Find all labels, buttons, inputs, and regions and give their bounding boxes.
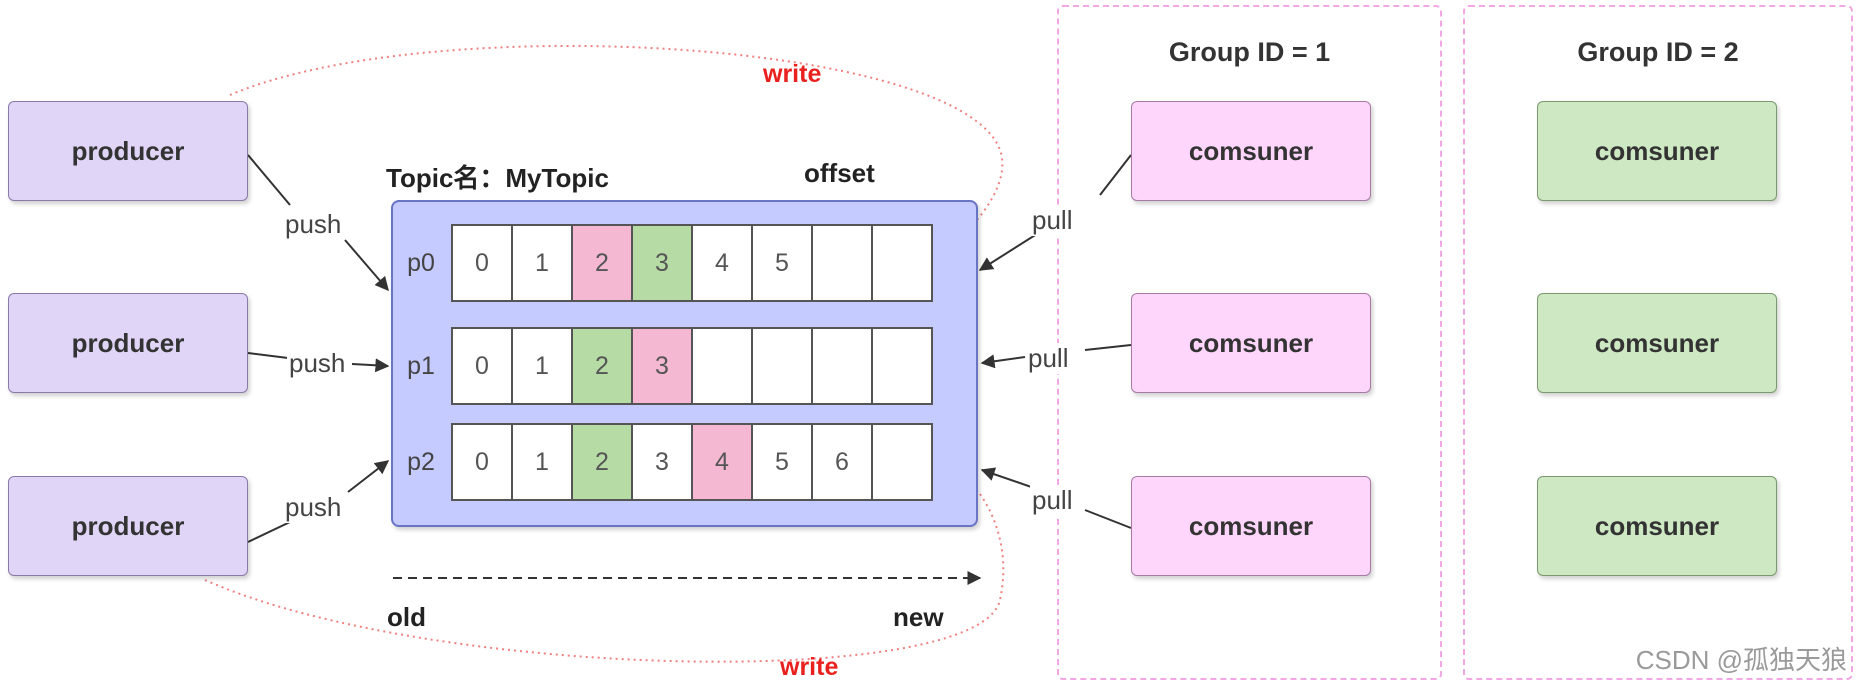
push-label-2: push <box>287 348 348 379</box>
offset-cell: 2 <box>571 224 633 302</box>
offset-cell: 1 <box>511 224 573 302</box>
push-arrow-p2 <box>247 461 388 543</box>
consumer-label: comsuner <box>1594 510 1720 541</box>
partition-label-p2: p2 <box>407 447 435 476</box>
consumer-label: comsuner <box>1188 327 1314 358</box>
partition-label-p0: p0 <box>407 248 435 277</box>
offset-cell <box>871 224 933 302</box>
pull-label-3: pull <box>1030 485 1075 516</box>
offset-cell <box>811 327 873 405</box>
group-2-consumer-2: comsuner <box>1537 293 1777 393</box>
offset-cell: 4 <box>691 224 753 302</box>
group-1-consumer-2: comsuner <box>1131 293 1371 393</box>
consumer-label: comsuner <box>1594 327 1720 358</box>
push-label-1: push <box>283 209 344 240</box>
push-label-3: push <box>283 492 344 523</box>
consumer-label: comsuner <box>1188 135 1314 166</box>
offset-cell <box>871 423 933 501</box>
old-label: old <box>387 602 426 632</box>
group-1-consumer-3: comsuner <box>1131 476 1371 576</box>
offset-cell: 3 <box>631 423 693 501</box>
offset-cell: 3 <box>631 224 693 302</box>
producer-3: producer <box>8 476 248 576</box>
group-1-title: Group ID = 1 <box>1168 37 1331 67</box>
group-1: Group ID = 1 <box>1057 5 1442 680</box>
offset-label: offset <box>804 158 875 188</box>
write-label-bottom: write <box>780 653 839 681</box>
offset-cell: 6 <box>811 423 873 501</box>
offset-cell <box>871 327 933 405</box>
offset-cell: 0 <box>451 423 513 501</box>
new-label: new <box>893 602 944 632</box>
offset-cell: 5 <box>751 423 813 501</box>
pull-arrow-p1 <box>982 344 1132 363</box>
push-arrow-p1 <box>247 353 388 366</box>
offset-cell: 0 <box>451 224 513 302</box>
push-arrow-p0 <box>247 154 388 290</box>
pull-label-2: pull <box>1026 343 1071 374</box>
producer-1-label: producer <box>71 135 185 166</box>
pull-arrow-p0 <box>980 154 1132 270</box>
offset-cell: 2 <box>571 423 633 501</box>
offset-cell <box>691 327 753 405</box>
partition-label-p1: p1 <box>407 351 435 380</box>
producer-1: producer <box>8 101 248 201</box>
offset-cell: 3 <box>631 327 693 405</box>
offset-cell <box>811 224 873 302</box>
group-2-title: Group ID = 2 <box>1577 37 1739 67</box>
group-2-consumer-1: comsuner <box>1537 101 1777 201</box>
write-label-top: write <box>763 60 822 88</box>
offset-cell: 5 <box>751 224 813 302</box>
watermark: CSDN @孤独天狼 <box>1635 645 1847 675</box>
consumer-label: comsuner <box>1594 135 1720 166</box>
group-1-consumer-1: comsuner <box>1131 101 1371 201</box>
topic-name-label: Topic名：MyTopic <box>386 163 609 193</box>
group-2-consumer-3: comsuner <box>1537 476 1777 576</box>
offset-cell: 1 <box>511 327 573 405</box>
offset-cell: 4 <box>691 423 753 501</box>
offset-cell: 1 <box>511 423 573 501</box>
producer-2: producer <box>8 293 248 393</box>
producer-3-label: producer <box>71 510 185 541</box>
offset-cell <box>751 327 813 405</box>
offset-cell: 2 <box>571 327 633 405</box>
write-curve-bottom <box>204 469 1005 663</box>
consumer-label: comsuner <box>1188 510 1314 541</box>
pull-label-1: pull <box>1030 205 1075 236</box>
producer-2-label: producer <box>71 327 185 358</box>
offset-cell: 0 <box>451 327 513 405</box>
group-2: Group ID = 2 <box>1463 5 1853 680</box>
